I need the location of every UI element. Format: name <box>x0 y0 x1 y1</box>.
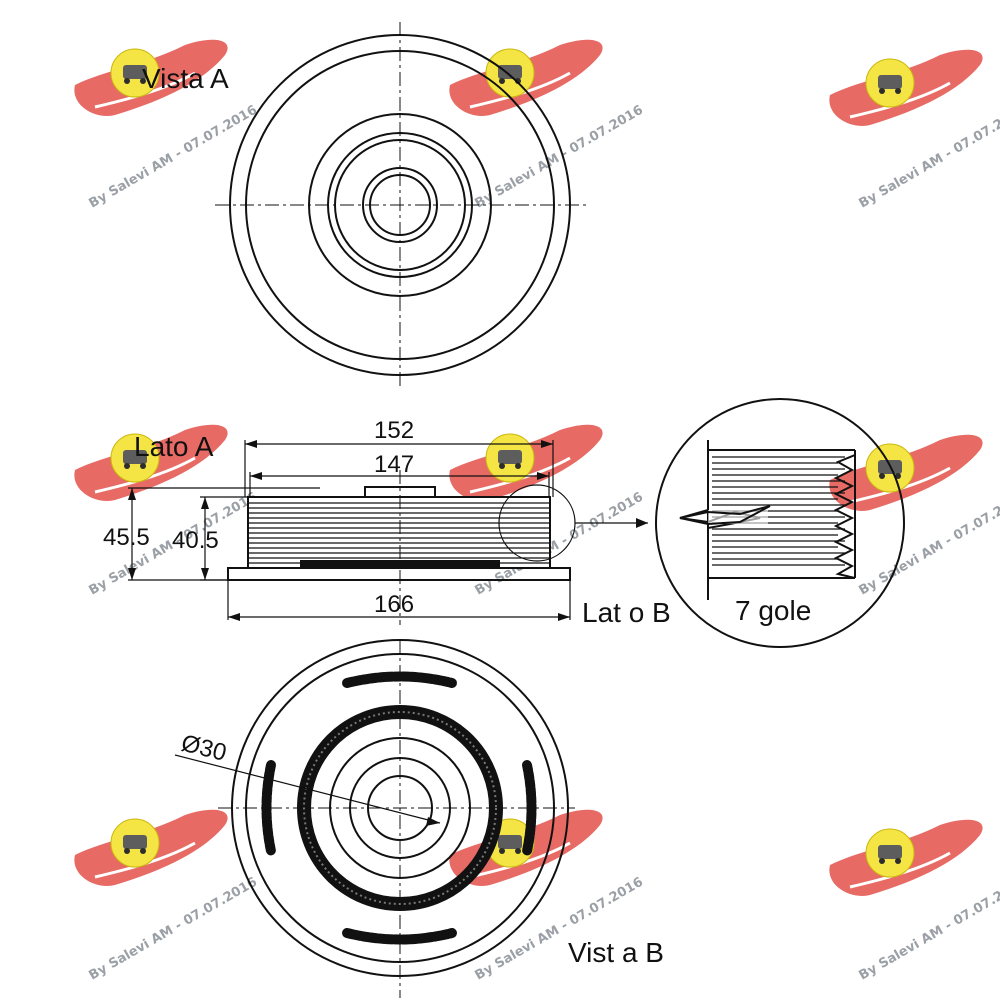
vista-a-label: Vista A <box>142 63 229 94</box>
dim-152: 152 <box>374 417 414 444</box>
lato-b-label: Lat o B <box>582 597 671 628</box>
dim-40-5: 40.5 <box>172 527 219 554</box>
detail-label: 7 gole <box>735 595 811 626</box>
vista-b-label: Vist a B <box>568 937 664 968</box>
dimension-lines <box>128 440 571 621</box>
vista-b-view <box>174 639 575 998</box>
watermark-text-1: By Salevi AM - 07.07.2016 <box>87 103 260 212</box>
watermark-text-2: By Salevi AM - 07.07.2016 <box>473 103 646 212</box>
lato-a-label: Lato A <box>134 431 214 462</box>
side-view <box>227 470 648 625</box>
vista-a-view <box>215 22 588 390</box>
dim-166: 166 <box>374 591 414 618</box>
dim-147: 147 <box>374 451 414 478</box>
watermark-text-7: By Salevi AM - 07.07.2016 <box>87 875 260 984</box>
diameter-30-label: Ø30 <box>179 730 230 767</box>
groove-detail-view <box>655 398 905 648</box>
dim-45-5: 45.5 <box>103 524 150 551</box>
